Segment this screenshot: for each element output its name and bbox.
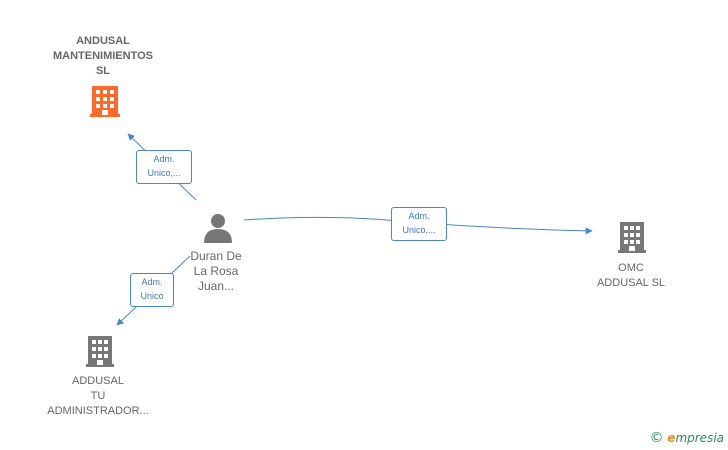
brand-initial: e <box>667 431 676 445</box>
building-icon[interactable] <box>86 336 114 367</box>
node-label-omc-addusal[interactable]: OMC ADDUSAL SL <box>596 262 666 289</box>
empresia-logo: © empresia <box>649 430 724 446</box>
building-icon[interactable] <box>90 86 120 117</box>
copyright-icon: © <box>649 430 664 446</box>
building-icon[interactable] <box>618 222 646 253</box>
node-label-person[interactable]: Duran De La Rosa Juan... <box>190 249 242 293</box>
node-label-andusal-mantenimientos[interactable]: ANDUSAL MANTENIMIENTOS SL <box>52 35 154 77</box>
brand-name: mpresia <box>675 431 724 445</box>
person-icon[interactable] <box>204 214 232 243</box>
edge-label-role: Adm. Unico <box>130 273 174 307</box>
node-label-addusal-tu-administrador[interactable]: ADDUSAL TU ADMINISTRADOR... <box>47 375 149 417</box>
edge-label-role: Adm. Unico,... <box>136 150 192 184</box>
edge-label-role: Adm. Unico,... <box>391 207 447 241</box>
